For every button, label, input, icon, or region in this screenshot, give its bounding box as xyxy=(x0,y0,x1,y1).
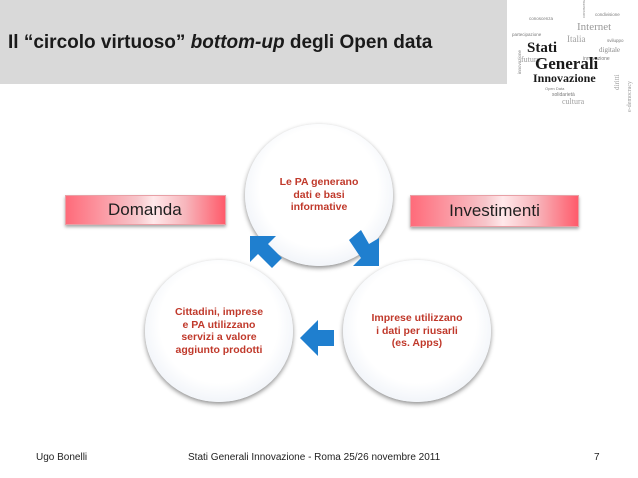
logo-word: innovazione xyxy=(583,56,610,62)
demand-box: Domanda xyxy=(65,195,226,225)
investment-box: Investimenti xyxy=(410,195,579,227)
logo-word: sviluppo xyxy=(607,38,624,43)
stati-generali-logo: Internet Italia digitale futuro cultura … xyxy=(512,0,633,112)
logo-word: conoscenza xyxy=(529,16,554,21)
logo-word: conoscenza xyxy=(581,0,586,18)
arrow-left-to-top-icon xyxy=(250,236,282,268)
logo-word: diritti xyxy=(613,74,621,90)
logo-word: solidarietà xyxy=(552,92,575,98)
circle-left-text: Cittadini, imprese e PA utilizzano servi… xyxy=(174,306,264,356)
logo-word: Internet xyxy=(577,21,611,33)
logo-word: cultura xyxy=(562,97,585,106)
arrow-right-to-left-icon xyxy=(300,320,334,356)
logo-line1: Stati xyxy=(527,40,557,56)
circle-top-text: Le PA generano dati e basi informative xyxy=(279,176,359,214)
logo-word: futuro xyxy=(521,55,541,64)
page-number: 7 xyxy=(594,452,600,463)
logo-line2: Generali xyxy=(535,54,599,73)
title-suffix: degli Open data xyxy=(284,32,433,53)
demand-label: Domanda xyxy=(108,200,182,219)
title-bar xyxy=(0,0,507,84)
slide-title: Il “circolo virtuoso” bottom-up degli Op… xyxy=(8,32,432,54)
logo-word: Italia xyxy=(567,34,586,44)
arrow-top-to-right-icon xyxy=(349,230,379,266)
footer-event: Stati Generali Innovazione - Roma 25/26 … xyxy=(188,452,441,463)
logo-word: partecipazione xyxy=(512,32,542,37)
logo-word: Open Data xyxy=(545,86,565,91)
logo-word: digitale xyxy=(599,46,620,54)
circle-citizens-use-services: Cittadini, imprese e PA utilizzano servi… xyxy=(145,260,293,402)
investment-label: Investimenti xyxy=(449,201,540,220)
logo-word: innovazione xyxy=(517,49,522,74)
logo-word: e-democracy xyxy=(627,81,633,112)
circle-right-text: Imprese utilizzano i dati per riusarli (… xyxy=(371,312,463,350)
footer-author: Ugo Bonelli xyxy=(36,452,88,463)
logo-line3: Innovazione xyxy=(533,71,596,85)
title-prefix: Il “circolo virtuoso” xyxy=(8,32,191,53)
title-emphasis: bottom-up xyxy=(190,32,285,53)
logo-word: condivisione xyxy=(595,12,620,17)
circle-companies-reuse-data: Imprese utilizzano i dati per riusarli (… xyxy=(343,260,491,402)
